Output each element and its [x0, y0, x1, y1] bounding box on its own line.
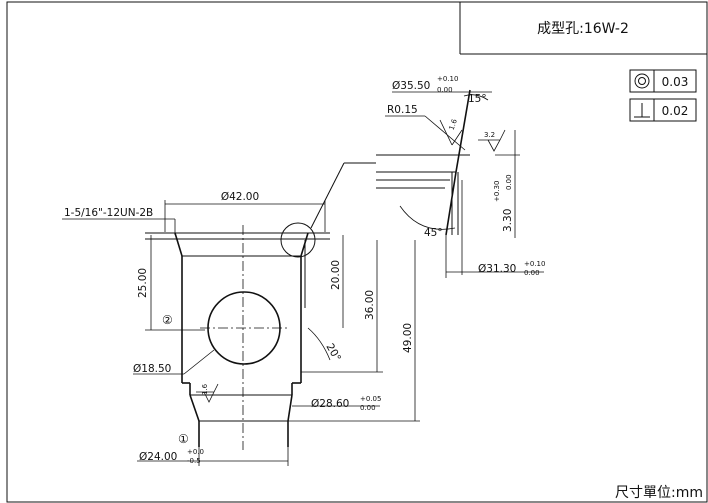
dia-28-60-label: Ø28.60	[311, 398, 349, 410]
dia-35-50-label: Ø35.50	[392, 80, 430, 92]
drawing-title: 成型孔:16W-2	[537, 21, 629, 37]
detail-view	[376, 89, 471, 278]
angle-20-label: 20°	[323, 342, 343, 364]
dia-31-30-tol-lower: 0.00	[524, 269, 540, 277]
dia-42-label: Ø42.00	[221, 191, 259, 203]
dim-3-30-tol-lower: 0.00	[505, 174, 513, 190]
roughness-16-a-label: 1.6	[448, 118, 460, 132]
angle-15-label: 15°	[468, 93, 487, 105]
detail-leader	[310, 162, 345, 229]
dia-24-label: Ø24.00	[139, 451, 177, 463]
angle-45-arc	[399, 205, 456, 230]
roughness-16-b-label: 1.6	[201, 383, 209, 395]
angle-45-label: 45°	[424, 227, 443, 239]
angle-20-arc	[307, 327, 331, 361]
perpendicularity-frame: 0.02	[629, 98, 697, 122]
thread-label: 1-5/16"-12UN-2B	[64, 207, 153, 219]
units-note: 尺寸單位:mm	[615, 485, 703, 501]
roughness-symbol-body: 1.6	[196, 383, 219, 403]
detail-circle	[280, 222, 316, 258]
dim-3-30-tol-upper: +0.30	[493, 181, 501, 202]
marker-1: ①	[178, 432, 189, 446]
dia-28-60-tol-lower: 0.00	[360, 404, 376, 412]
dia-31-30-label: Ø31.30	[478, 263, 516, 275]
dim-36-label: 36.00	[364, 290, 376, 320]
angle-15-arc	[463, 94, 489, 101]
cross-hole	[207, 291, 281, 365]
concentricity-icon	[634, 73, 650, 89]
dim-25-label: 25.00	[137, 268, 149, 298]
dia-31-30-tol-upper: +0.10	[524, 260, 545, 268]
concentricity-frame: 0.03	[629, 69, 697, 93]
roughness-symbol-32: 3.2	[478, 129, 506, 152]
concentricity-value: 0.03	[662, 75, 689, 89]
dim-20-label: 20.00	[330, 260, 342, 290]
dia-18-50-label: Ø18.50	[133, 363, 171, 375]
dia-35-50-tol-lower: 0.00	[437, 86, 453, 94]
perpendicularity-icon	[634, 103, 650, 118]
dim-49-label: 49.00	[402, 323, 414, 353]
dim-3-30-label: 3.30	[502, 209, 514, 232]
roughness-32-label: 3.2	[484, 131, 495, 139]
part-outline	[145, 232, 330, 447]
dia-28-60-tol-upper: +0.05	[360, 395, 381, 403]
radius-label: R0.15	[387, 104, 418, 116]
sheet-border	[6, 1, 708, 503]
perpendicularity-value: 0.02	[662, 104, 689, 118]
dia-24-tol-lower: -0.5	[187, 457, 201, 465]
marker-2: ②	[162, 313, 173, 327]
dia-35-50-tol-upper: +0.10	[437, 75, 458, 83]
dia-24-tol-upper: +0.0	[187, 448, 204, 456]
radius-leader-arrow	[424, 115, 466, 151]
roughness-symbol-top: 1.6	[439, 118, 463, 146]
